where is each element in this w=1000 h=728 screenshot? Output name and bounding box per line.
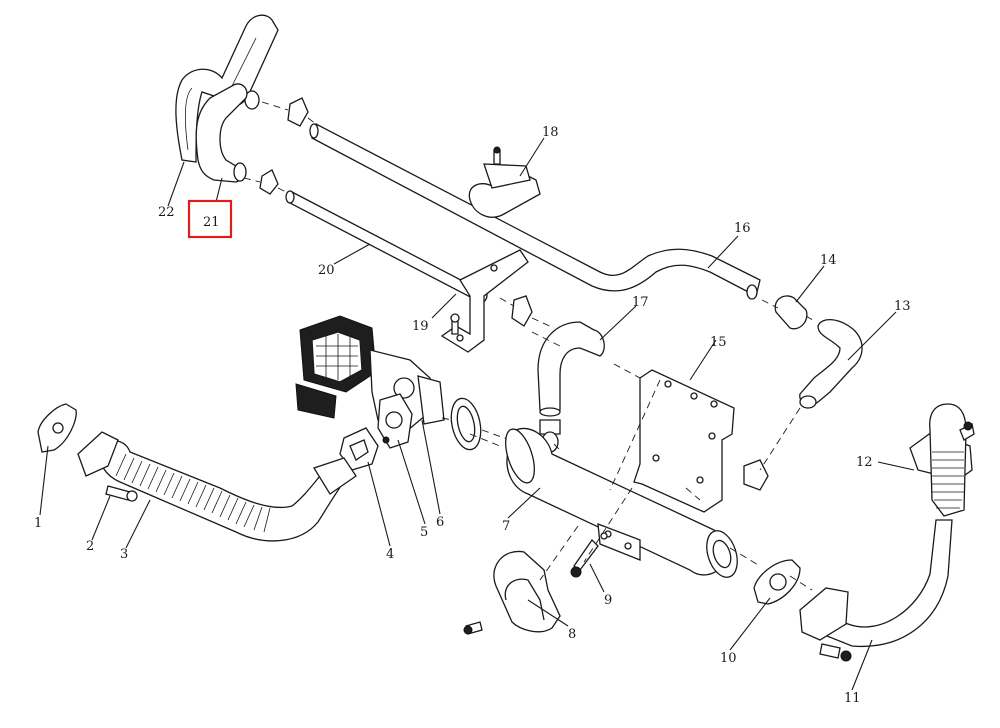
part-18-clamp xyxy=(468,146,541,218)
callout-15: 15 xyxy=(710,335,727,350)
part-13-hose xyxy=(799,319,863,409)
callout-19: 19 xyxy=(412,319,429,334)
part-16-tube xyxy=(309,123,761,300)
part-4-gasket xyxy=(339,427,379,471)
callout-22: 22 xyxy=(158,205,175,220)
part-7-egr-cooler xyxy=(505,427,738,578)
assembly-guide-lines xyxy=(469,331,813,591)
callout-16: 16 xyxy=(734,221,751,236)
callout-5: 5 xyxy=(420,525,428,540)
callout-6: 6 xyxy=(436,515,444,530)
callout-12: 12 xyxy=(856,455,873,470)
part-12-flex-flange xyxy=(909,403,975,517)
callout-1: 1 xyxy=(34,516,42,531)
part-21-pipe xyxy=(195,83,248,183)
callout-3: 3 xyxy=(120,547,128,562)
callout-20: 20 xyxy=(318,263,335,278)
part-3-flex-pipe xyxy=(77,431,357,542)
part-14-clamp xyxy=(761,295,817,330)
clamp-lower xyxy=(243,169,291,195)
part-6-gasket xyxy=(377,393,413,449)
part-1-gasket xyxy=(37,403,77,453)
callout-8: 8 xyxy=(568,627,576,642)
callout-11: 11 xyxy=(844,691,861,706)
clamp-right xyxy=(743,459,769,491)
callout-17: 17 xyxy=(632,295,649,310)
part-10-gasket xyxy=(753,559,801,605)
clamp-mid xyxy=(499,295,555,329)
callout-21: 21 xyxy=(203,215,220,230)
part-2-bolt xyxy=(105,485,138,502)
callout-18: 18 xyxy=(542,125,559,140)
callout-labels: 1 2 3 4 5 6 7 8 9 10 11 12 13 14 15 16 1… xyxy=(34,125,911,706)
part-9-bolt xyxy=(570,532,608,578)
bolt-19 xyxy=(450,313,460,335)
callout-10: 10 xyxy=(720,651,737,666)
leader-lines xyxy=(39,137,915,691)
part-17-pipe xyxy=(537,321,605,453)
callout-21-highlight-box xyxy=(187,199,233,239)
clamp-upper xyxy=(261,97,317,127)
callout-9: 9 xyxy=(604,593,612,608)
part-8-clamp xyxy=(463,550,561,635)
callout-13: 13 xyxy=(894,299,911,314)
part-11-outlet-pipe xyxy=(799,519,953,662)
callout-2: 2 xyxy=(86,539,94,554)
callout-4: 4 xyxy=(386,547,394,562)
part-19-bracket xyxy=(440,249,529,353)
callout-7: 7 xyxy=(502,519,510,534)
part-15-bracket xyxy=(633,369,735,513)
callout-14: 14 xyxy=(820,253,837,268)
part-6-ring xyxy=(441,397,511,451)
